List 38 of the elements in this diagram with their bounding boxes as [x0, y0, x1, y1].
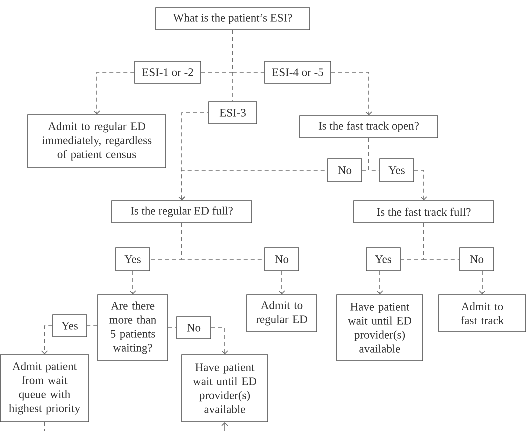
- connector-line: [424, 223, 460, 260]
- choice-box: No: [176, 316, 212, 340]
- question-box: What is the patient’s ESI?: [156, 8, 310, 30]
- arrow: [41, 326, 53, 355]
- action-box: Have patient wait until ED provider(s) available: [336, 294, 424, 362]
- action-box: Admit to fast track: [438, 294, 526, 332]
- question-box: Are there more than 5 patients waiting?: [98, 294, 168, 362]
- arrow: [130, 271, 136, 295]
- question-box: Is the fast track open?: [300, 116, 438, 138]
- choice-box: ESI-1 or -2: [134, 61, 202, 84]
- action-box: Have patient wait until ED provider(s) available: [182, 354, 268, 422]
- choice-box: ESI-4 or -5: [264, 61, 332, 84]
- arrow: [222, 422, 228, 431]
- action-box: Admit to regular ED immediately, regardless of patient census: [28, 114, 166, 168]
- choice-box: No: [264, 248, 300, 272]
- question-box: Is the regular ED full?: [112, 200, 252, 224]
- action-box: Admit patient from wait queue with highest priority: [0, 354, 90, 422]
- choice-box: No: [328, 158, 362, 182]
- arrow: [376, 271, 384, 295]
- choice-box: Yes: [380, 158, 414, 182]
- arrow: [211, 328, 228, 355]
- choice-box: Yes: [116, 248, 150, 272]
- action-box: Admit to regular ED: [246, 294, 318, 332]
- arrow: [94, 72, 135, 115]
- connector-line: [44, 422, 46, 431]
- arrow: [414, 170, 428, 201]
- arrow: [479, 271, 486, 295]
- connector-line: [368, 138, 380, 171]
- choice-box: Yes: [366, 248, 401, 272]
- question-box: Is the fast track full?: [354, 200, 494, 224]
- connector-line: [182, 223, 265, 260]
- arrow: [178, 170, 328, 201]
- arrow: [331, 72, 372, 116]
- arrow: [278, 271, 286, 295]
- choice-box: No: [460, 248, 494, 272]
- connector-line: [232, 30, 234, 102]
- choice-box: Yes: [52, 314, 88, 338]
- choice-box: ESI-3: [208, 102, 258, 124]
